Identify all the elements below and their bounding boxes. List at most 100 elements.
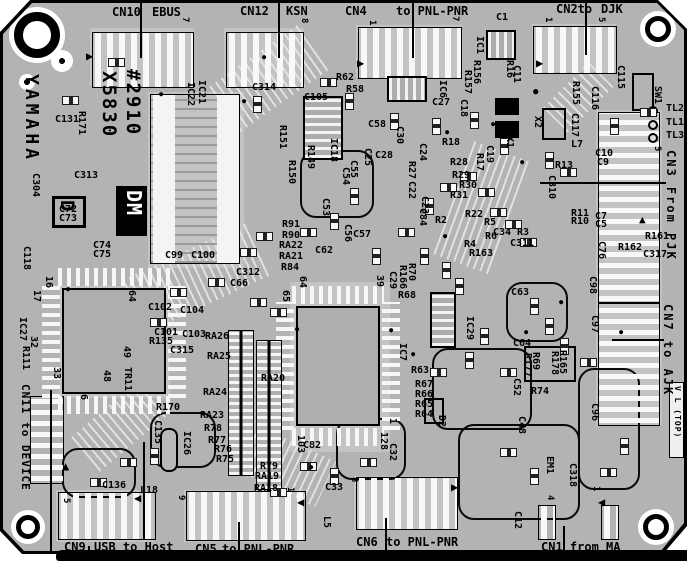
silk-label-c76: C76 [596, 241, 607, 260]
silk-label-r10: R10 [571, 216, 590, 227]
leader-line [50, 390, 52, 551]
silk-label-r151: R151 [277, 125, 288, 150]
passive-component [560, 168, 577, 177]
silk-label-r4: R4 [464, 239, 477, 250]
silk-label-c11: C11 [511, 65, 522, 84]
silk-label-ra20: RA20 [261, 373, 286, 384]
silk-label-: ▲ [62, 459, 70, 473]
ic-IC27-qfp [62, 288, 166, 394]
silk-label-r76: R76 [214, 444, 233, 455]
silk-label-c97: C97 [589, 315, 600, 334]
silk-label-#2910: #2910 [122, 69, 144, 137]
ic-resistor-network-box [524, 346, 576, 382]
silk-label-c310: C310 [546, 175, 557, 200]
silk-label-64: 64 [297, 276, 308, 289]
passive-component [120, 458, 137, 467]
connector-CN4 [358, 27, 462, 79]
passive-component [62, 96, 79, 105]
silk-label-r150: R150 [286, 160, 297, 185]
passive-component [208, 278, 225, 287]
silk-label-ic7: IC7 [397, 343, 408, 362]
silk-label-cn6: CN6 [356, 535, 378, 549]
silk-label-c98: C98 [587, 276, 598, 295]
silk-label-c5: C5 [595, 219, 608, 230]
silk-label-r149: R149 [305, 145, 316, 170]
silk-label-9: 9 [176, 495, 186, 501]
silk-label-c25: C25 [362, 148, 373, 167]
ic-IC26 [160, 428, 178, 472]
silk-label-6: 6 [78, 394, 89, 401]
silk-label-: ● [411, 350, 416, 358]
silk-label-c315: C315 [170, 345, 195, 356]
silk-label-48: 48 [101, 370, 112, 383]
passive-component [345, 93, 354, 110]
silk-label-cn5: CN5 [195, 542, 217, 556]
passive-component [478, 188, 495, 197]
passive-component [330, 213, 339, 230]
ic-IC27-qfp-pins-left [42, 284, 60, 398]
silk-label-: ▶ [86, 49, 94, 63]
fiducial-mark [19, 74, 35, 90]
leader-line [540, 182, 666, 184]
connector-CN2 [533, 26, 617, 74]
silk-label-r74: R74 [531, 386, 550, 397]
passive-component [465, 352, 474, 369]
ic-TL3-pad [648, 133, 658, 143]
silk-label-r170: R170 [156, 402, 181, 413]
silk-label-r177: R177 [522, 353, 533, 378]
silk-label-ic1: IC1 [474, 36, 485, 55]
silk-label-c131: C131 [55, 114, 80, 125]
passive-component [500, 138, 509, 155]
silk-label-cn9: CN9 [64, 540, 86, 554]
silk-label-x2: X2 [532, 116, 543, 129]
silk-label-r77: R77 [208, 435, 227, 446]
ic-IC6 [387, 76, 427, 102]
silk-label-r6: R6 [485, 231, 498, 242]
silk-label-: ◀ [134, 491, 142, 505]
silk-label-c34: C34 [493, 227, 512, 238]
silk-label-c72: C72 [59, 204, 78, 215]
silk-label-5: 5 [596, 17, 606, 23]
silk-label-c19: C19 [484, 145, 495, 164]
silk-label-r161: R161 [645, 231, 670, 242]
silk-label-c53: C53 [320, 198, 331, 217]
silk-label-em1: EM1 [544, 456, 555, 475]
connector-CN1-a [538, 505, 556, 540]
silk-label-r64: R64 [415, 409, 434, 420]
silk-label-r63: R63 [411, 365, 430, 376]
passive-component [580, 358, 597, 367]
silk-label-c66: C66 [230, 278, 249, 289]
passive-component [640, 108, 657, 117]
silk-label-c314: C314 [252, 82, 277, 93]
passive-component [500, 448, 517, 457]
silk-label-c28: C28 [375, 150, 394, 161]
silk-label-r22: R22 [465, 209, 484, 220]
passive-component [270, 488, 287, 497]
silk-label-: ● [533, 87, 539, 97]
silk-label-1: 1 [543, 17, 553, 23]
passive-component [600, 468, 617, 477]
ic-D2-box [424, 398, 444, 424]
silk-label-ic26: IC26 [181, 431, 192, 456]
silk-label-topnl-pnr: to PNL-PNR [222, 542, 295, 556]
silk-label-ksn: KSN [286, 4, 308, 18]
silk-label-cn12: CN12 [240, 4, 269, 18]
silk-label-ra26: RA26 [205, 331, 230, 342]
silk-label-r30: R30 [459, 180, 478, 191]
passive-component [398, 228, 415, 237]
passive-component [500, 368, 517, 377]
passive-component [150, 318, 167, 327]
silk-label-: ● [242, 97, 247, 105]
silk-label-c9: C9 [597, 157, 610, 168]
silk-label-: ● [389, 326, 394, 334]
silk-label-r84: R84 [281, 262, 300, 273]
silk-label-c18: C18 [458, 99, 469, 118]
pour-outline [432, 348, 532, 430]
silk-label-ra24: RA24 [203, 387, 228, 398]
silk-label-r70: R70 [406, 263, 417, 282]
passive-component [390, 113, 399, 130]
passive-component [253, 96, 262, 113]
silk-label-c84: C84 [417, 208, 428, 227]
silk-label-: ● [443, 232, 448, 240]
ic-TL1-pad [648, 120, 658, 130]
